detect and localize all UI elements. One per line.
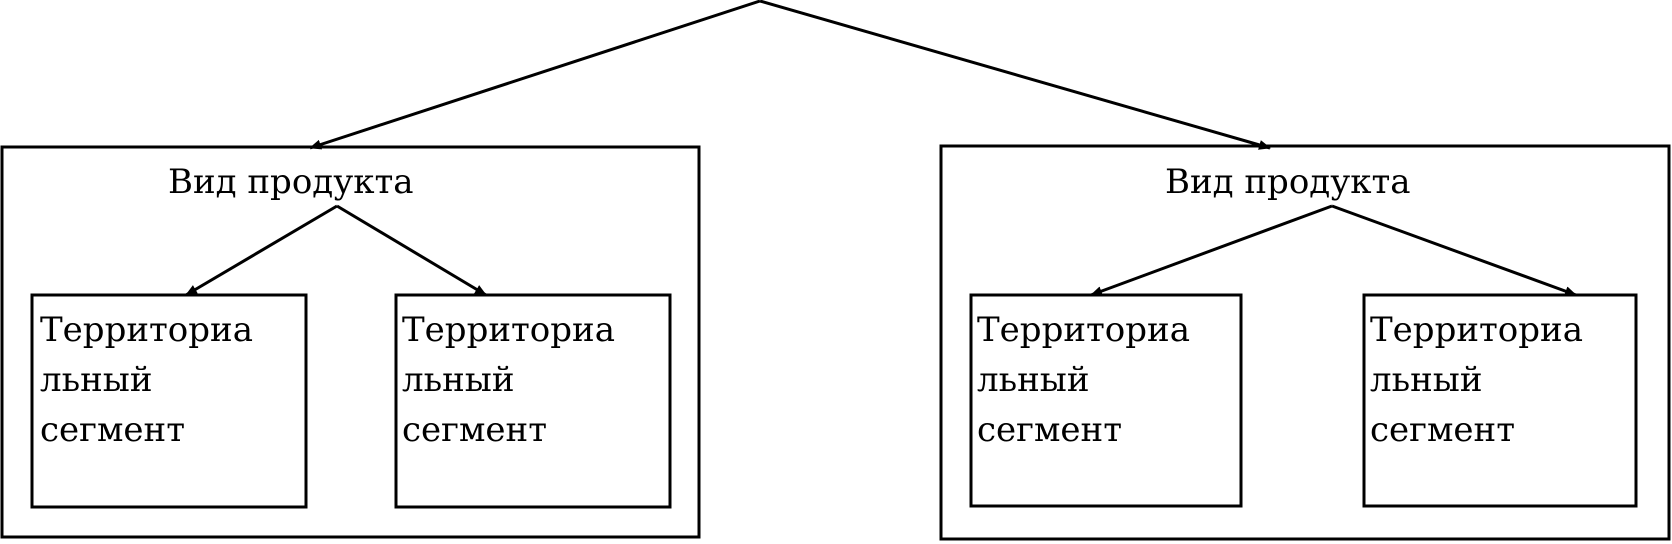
- group-left: Вид продукта Территориа льный сегмент Те…: [0, 145, 701, 539]
- group-left-title: Вид продукта: [168, 162, 414, 202]
- root-arrow-right: [759, 0, 1271, 150]
- segment-box-1-line-2: льный: [40, 360, 153, 400]
- group-right-arrow-2: [1331, 204, 1577, 297]
- segment-box-3: Территориа льный сегмент: [969, 293, 1243, 508]
- segment-box-3-line-3: сегмент: [977, 410, 1122, 450]
- group-left-arrow-2: [336, 204, 487, 297]
- segment-box-4: Территориа льный сегмент: [1362, 293, 1638, 508]
- segment-box-1: Территориа льный сегмент: [30, 293, 308, 509]
- segment-box-4-line-1: Территориа: [1370, 310, 1583, 350]
- segment-box-2: Территориа льный сегмент: [394, 293, 672, 509]
- group-left-arrow-1: [185, 204, 338, 297]
- segment-box-2-line-3: сегмент: [402, 410, 547, 450]
- segment-box-4-line-3: сегмент: [1370, 410, 1515, 450]
- group-right-arrow-1: [1090, 204, 1333, 297]
- group-right-title: Вид продукта: [1165, 162, 1411, 202]
- group-right: Вид продукта Территориа льный сегмент Те…: [939, 144, 1671, 541]
- segment-box-2-line-2: льный: [402, 360, 515, 400]
- group-right-box: [939, 144, 1671, 541]
- segment-box-2-line-1: Территориа: [402, 310, 615, 350]
- segment-box-1-line-3: сегмент: [40, 410, 185, 450]
- root-arrow-left: [309, 0, 761, 150]
- segment-box-4-line-2: льный: [1370, 360, 1483, 400]
- group-left-box: [0, 145, 701, 539]
- segment-box-3-line-1: Территориа: [977, 310, 1190, 350]
- segment-box-1-line-1: Территориа: [40, 310, 253, 350]
- segment-box-3-line-2: льный: [977, 360, 1090, 400]
